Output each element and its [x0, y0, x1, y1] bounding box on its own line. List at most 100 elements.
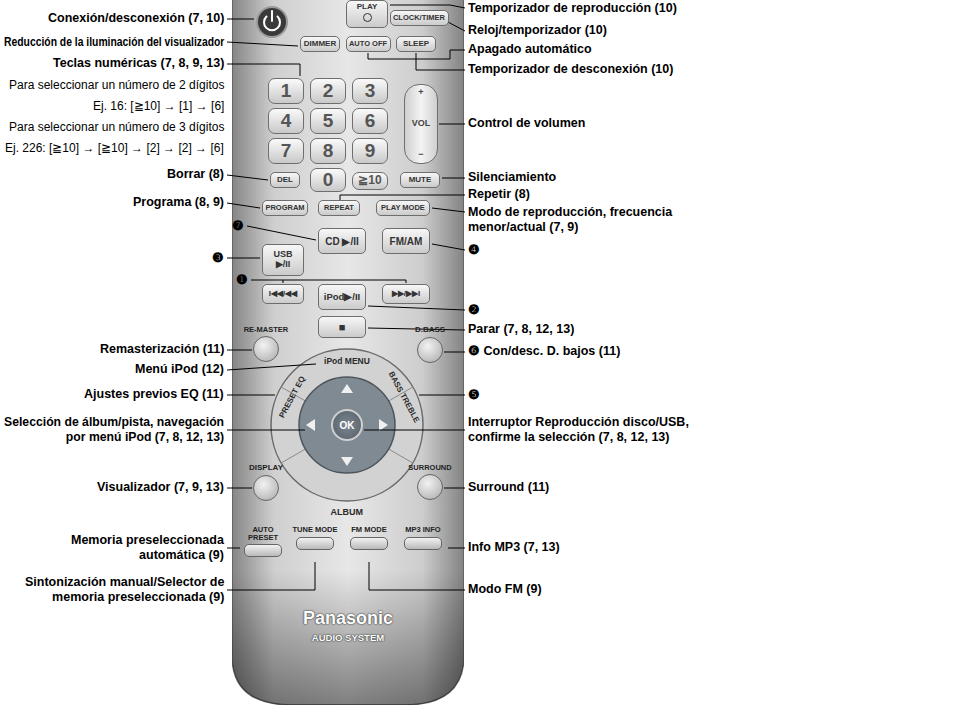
button-label: FM/AM [390, 236, 423, 247]
button-label: REPEAT [324, 204, 354, 212]
leader-line [227, 175, 268, 180]
small-button: FM MODE [346, 526, 392, 562]
small-key [296, 537, 334, 550]
button-label: MP3 INFO [405, 526, 440, 534]
button-label: AUTO PRESET [240, 526, 286, 541]
callout-label: Teclas numéricas (7, 8, 9, 13) [53, 56, 224, 72]
clock-icon [363, 13, 372, 22]
ring-segment: iPod MENU [322, 355, 372, 368]
button-label: TUNE MODE [293, 526, 338, 534]
round-key [253, 336, 279, 362]
round-button: DISPLAY [240, 464, 292, 501]
leader-line [419, 395, 465, 396]
leader-line [432, 208, 465, 212]
callout-number: ❶ [236, 272, 248, 288]
remote-button: iPod▶/II [318, 284, 366, 310]
button-label: CD ▶/II [325, 236, 359, 247]
leader-line [442, 178, 465, 179]
text-line: Interruptor Reproducción disco/USB, [468, 415, 689, 431]
round-key [253, 475, 279, 501]
button-label: iPod▶/II [324, 292, 361, 302]
callout-label: Reloj/temporizador (10) [468, 23, 607, 39]
text-line: Sintonización manual/Selector de [25, 575, 224, 591]
number-key: 5 [310, 108, 346, 134]
remote-body-shape [232, 0, 464, 705]
remote-button: DEL [270, 172, 300, 188]
text-line: automática (9) [71, 548, 224, 564]
small-button: AUTO PRESET [240, 526, 286, 562]
ring-caption: ALBUM [331, 507, 364, 518]
button-label: SURROUND [408, 464, 451, 472]
callout-number: ❹ [468, 242, 480, 258]
callout-number: ❷ [468, 302, 480, 318]
remote-button: CLOCK/TIMER [390, 10, 449, 26]
button-label: DISPLAY [249, 464, 283, 473]
small-key [404, 537, 442, 550]
leader-line [340, 195, 465, 200]
leader-line [368, 306, 465, 310]
callout-number: ❸ [212, 250, 224, 266]
button-label: USB [273, 250, 292, 260]
button-label: 8 [323, 141, 334, 162]
callout-label: Modo de reproducción, frecuencia menor/a… [468, 205, 672, 236]
leader-line [368, 328, 465, 330]
remote-button: CD ▶/II [318, 228, 366, 254]
brand-name: Panasonic [232, 609, 464, 629]
button-label: ≧10 [358, 174, 381, 187]
brand-block: PanasonicAUDIO SYSTEM [232, 609, 464, 643]
button-label: 1 [281, 81, 292, 102]
callout-label: Temporizador de desconexión (10) [468, 62, 673, 78]
button-label: + [418, 88, 423, 98]
remote-button: AUTO OFF [346, 36, 391, 52]
callout-label: Visualizador (7, 9, 13) [97, 480, 224, 496]
button-label: FM MODE [351, 526, 386, 534]
power-icon [264, 11, 280, 30]
round-button: RE-MASTER [240, 326, 292, 363]
button-label: − [418, 150, 423, 160]
button-label: DIMMER [304, 40, 336, 49]
leader-line [369, 562, 465, 590]
leader-line [448, 548, 465, 549]
callout-label: Temporizador de reproducción (10) [468, 1, 677, 17]
callout-label: ❻ Con/desc. D. bajos (11) [468, 344, 620, 360]
round-key [417, 337, 443, 363]
button-label: MUTE [409, 176, 432, 185]
leader-line [390, 5, 465, 8]
remote-button: I◀◀/◀◀ [262, 284, 304, 304]
button-label: DEL [277, 176, 293, 185]
button-label: PLAY MODE [381, 204, 425, 212]
callout-label: Programa (8, 9) [133, 195, 224, 211]
callout-label: Repetir (8) [468, 187, 530, 203]
number-key: 8 [310, 138, 346, 164]
remote-button: DIMMER [300, 36, 340, 52]
leader-line [247, 226, 316, 240]
button-label: OK [340, 420, 355, 431]
ok-button: OK [331, 409, 363, 441]
number-key: 9 [352, 138, 388, 164]
button-label: 4 [281, 111, 292, 132]
leader-line [432, 244, 465, 250]
button-label: VOL [412, 119, 431, 129]
callout-label: Memoria preseleccionada automática (9) [71, 533, 224, 564]
callout-label: Borrar (8) [167, 167, 224, 183]
power-button [257, 7, 287, 37]
callout-label: Para seleccionar un número de 2 dígitos [9, 78, 224, 93]
text-line: memoria preseleccionada (9) [25, 590, 224, 606]
leader-line [444, 352, 465, 353]
callout-label: Silenciamiento [468, 170, 556, 186]
leader-group [227, 5, 465, 590]
leader-line [227, 42, 298, 46]
callout-label: Ej. 226: [≧10] → [≧10] → [2] → [2] → [6] [5, 141, 224, 156]
leader-line [364, 430, 465, 431]
remote-button: FM/AM [382, 228, 430, 254]
button-label: SLEEP [403, 40, 429, 49]
button-label: 6 [365, 111, 376, 132]
remote-body: PanasonicAUDIO SYSTEMPLAYCLOCK/TIMERDIMM… [232, 0, 464, 705]
button-label: I◀◀/◀◀ [269, 290, 297, 299]
callout-label: Remasterización (11) [100, 342, 224, 358]
ring-divider [281, 449, 305, 463]
button-label: PROGRAM [265, 204, 304, 212]
round-key [417, 474, 443, 500]
leader-line [227, 548, 240, 549]
text-line: menor/actual (7, 9) [468, 220, 672, 236]
